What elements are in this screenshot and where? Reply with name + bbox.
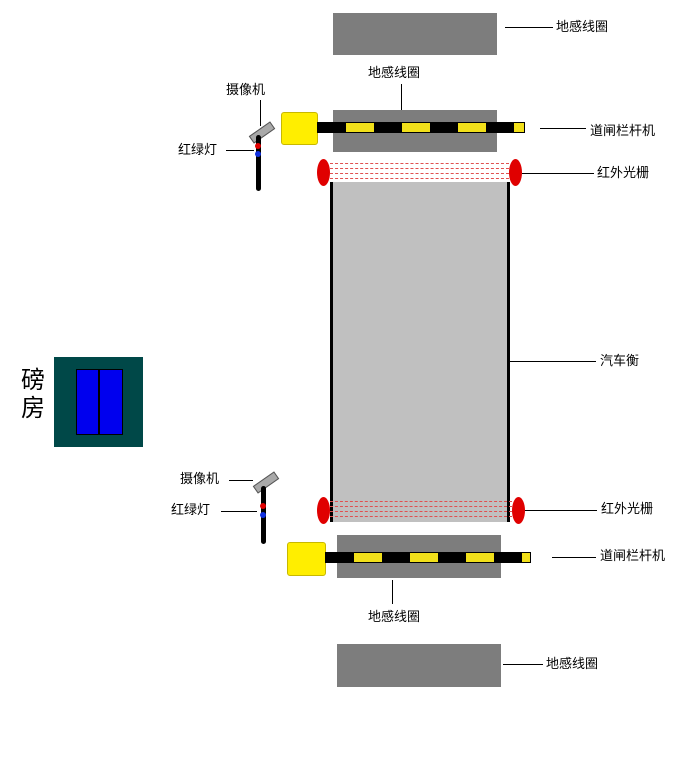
ir-grating-top-label: 红外光栅: [597, 166, 650, 181]
leader-line: [552, 557, 596, 558]
weigh-house-label-1: 磅: [21, 366, 45, 394]
red-light-bottom-icon: [260, 503, 266, 509]
camera-top-label: 摄像机: [226, 83, 266, 98]
leader-line: [392, 580, 393, 604]
blue-light-bottom-icon: [260, 512, 266, 518]
weigh-house-door: [76, 369, 123, 435]
loop-top-inner-label: 地感线圈: [368, 66, 421, 81]
barrier-arm-bottom: [325, 552, 531, 563]
ir-beam: [330, 506, 512, 507]
ir-beam: [330, 173, 509, 174]
barrier-top-label: 道闸栏杆机: [590, 124, 656, 139]
barrier-gate-box-bottom: [287, 542, 326, 576]
ir-sensor-top-right: [509, 159, 522, 186]
leader-line: [226, 150, 254, 151]
traffic-light-bottom-label: 红绿灯: [171, 503, 211, 518]
scale-label: 汽车衡: [600, 354, 640, 369]
ir-beam: [330, 168, 509, 169]
barrier-bottom-label: 道闸栏杆机: [600, 549, 666, 564]
ir-beam: [330, 516, 512, 517]
ground-loop-bottom-outer: [337, 644, 501, 687]
ir-beam: [330, 501, 512, 502]
ir-sensor-bottom-left: [317, 497, 330, 524]
ir-sensor-bottom-right: [512, 497, 525, 524]
leader-line: [522, 173, 594, 174]
leader-line: [525, 510, 597, 511]
ir-grating-bottom-label: 红外光栅: [601, 502, 654, 517]
loop-top-outer-label: 地感线圈: [556, 20, 609, 35]
camera-bottom-label: 摄像机: [180, 472, 220, 487]
barrier-gate-box-top: [281, 112, 318, 145]
ir-sensor-top-left: [317, 159, 330, 186]
leader-line: [503, 664, 543, 665]
traffic-light-pole-top: [256, 135, 261, 191]
leader-line: [505, 27, 553, 28]
weigh-house-label-2: 房: [21, 394, 45, 422]
weigh-house-icon: [54, 357, 143, 447]
ir-beam: [330, 163, 509, 164]
leader-line: [510, 361, 596, 362]
leader-line: [229, 480, 253, 481]
red-light-top-icon: [255, 143, 261, 149]
ir-beam: [330, 178, 509, 179]
loop-bottom-inner-label: 地感线圈: [368, 610, 421, 625]
leader-line: [260, 100, 261, 126]
loop-bottom-outer-label: 地感线圈: [546, 657, 599, 672]
truck-scale-platform: [330, 182, 510, 522]
barrier-arm-top: [317, 122, 525, 133]
leader-line: [221, 511, 257, 512]
camera-bottom-icon: [252, 471, 280, 494]
camera-top-icon: [248, 121, 276, 144]
blue-light-top-icon: [255, 151, 261, 157]
ir-beam: [330, 511, 512, 512]
traffic-light-top-label: 红绿灯: [178, 143, 218, 158]
leader-line: [540, 128, 586, 129]
door-divider: [98, 370, 100, 434]
ground-loop-top-outer: [333, 13, 497, 55]
leader-line: [401, 84, 402, 110]
